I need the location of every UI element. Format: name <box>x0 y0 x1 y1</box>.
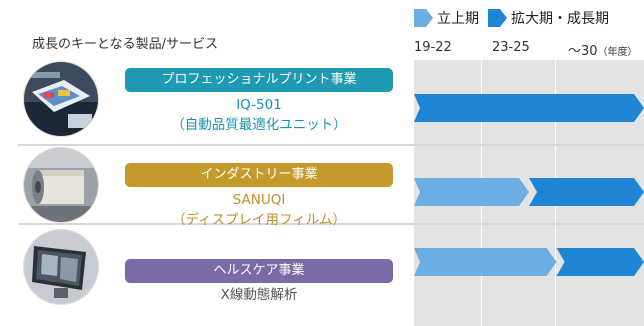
row-2-business-banner: インダストリー事業 <box>125 163 393 187</box>
legend-growth: 拡大期・成長期 <box>488 8 609 28</box>
period-23-25: 23-25 <box>492 40 530 55</box>
legend-startup: 立上期 <box>414 8 479 28</box>
row-3-product-name: X線動態解析 <box>220 287 298 303</box>
legend-growth-arrow-icon <box>488 9 507 27</box>
row-2-product-desc: （ディスプレイ用フィルム） <box>171 212 346 228</box>
period-30-label: 〜30 <box>568 44 598 59</box>
row-3-phase-arrow <box>556 248 644 276</box>
products-heading: 成長のキーとなる製品/サービス <box>32 37 218 52</box>
row-3-business-banner: ヘルスケア事業 <box>125 259 393 283</box>
legend-startup-arrow-icon <box>414 9 433 27</box>
row-1-product-name: IQ-501 <box>236 97 282 113</box>
row-3-product: X線動態解析 <box>125 285 393 305</box>
row-2-phase-arrow <box>529 178 644 206</box>
row-3-phase-arrow <box>414 248 557 276</box>
legend-startup-label: 立上期 <box>437 11 479 27</box>
row-separator <box>18 144 644 146</box>
legend-growth-label: 拡大期・成長期 <box>511 11 609 27</box>
row-1-product: IQ-501 （自動品質最適化ユニット） <box>125 95 393 135</box>
row-separator <box>18 223 644 225</box>
row-2-product: SANUQI （ディスプレイ用フィルム） <box>125 190 393 230</box>
row-1-business-banner: プロフェッショナルプリント事業 <box>125 68 393 92</box>
row-1-phase-arrow <box>414 94 644 122</box>
row-2-product-name: SANUQI <box>232 192 286 208</box>
period-30: 〜30（年度） <box>568 40 638 59</box>
xray-monitor-photo <box>24 230 98 304</box>
row-2-phase-arrow <box>414 178 529 206</box>
period-unit: （年度） <box>597 47 638 58</box>
row-1-product-desc: （自動品質最適化ユニット） <box>171 117 347 133</box>
period-19-22: 19-22 <box>414 40 452 55</box>
